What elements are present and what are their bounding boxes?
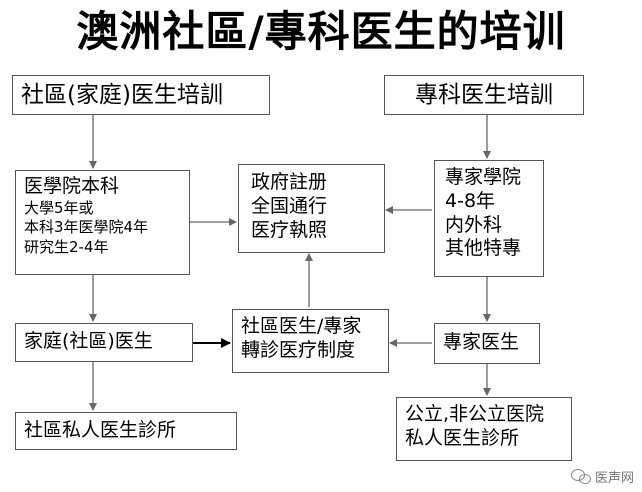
diagram-title: 澳洲社區/專科医生的培训 <box>76 7 566 56</box>
node-family-training: 社區(家庭)医生培訓 <box>12 75 270 115</box>
node-private-clinic: 社區私人医生診所 <box>15 412 237 450</box>
node-med-school: 医學院本科 大學5年或 本科3年医學院4年 研究生2-4年 <box>15 170 190 275</box>
node-specialist-college: 專家學院 4-8年 内外科 其他特專 <box>434 160 544 277</box>
node-gov-registration: 政府註册 全国通行 医疗執照 <box>238 164 385 253</box>
watermark: 医声网 <box>570 467 634 486</box>
node-referral-system: 社區医生/專家 轉診医疗制度 <box>232 309 389 373</box>
node-specialist-doctor: 專家医生 <box>434 323 540 364</box>
node-specialist-training: 專科医生培訓 <box>384 75 584 115</box>
wechat-icon <box>570 468 591 485</box>
node-hospitals: 公立,非公立医院 私人医生診所 <box>396 397 572 461</box>
node-family-doctor: 家庭(社區)医生 <box>15 323 193 362</box>
